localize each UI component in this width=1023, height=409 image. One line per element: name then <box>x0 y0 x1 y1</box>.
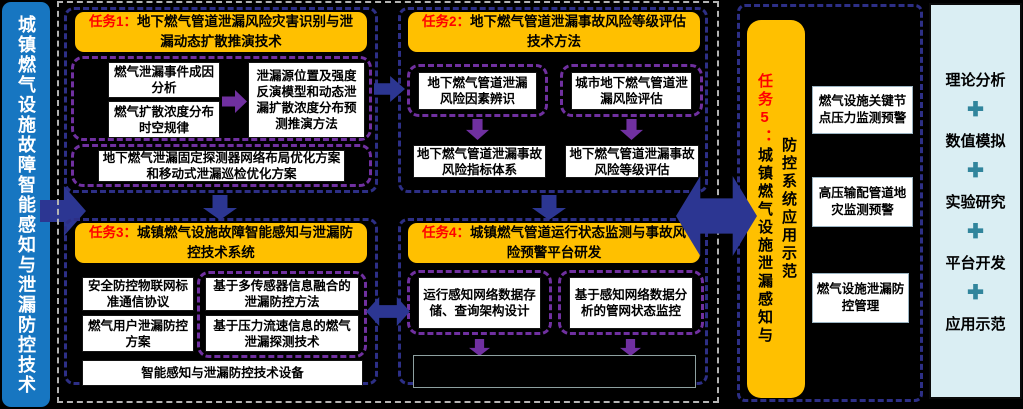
project-title: 城镇燃气设施故障智能感知与泄漏防控技术 <box>16 14 36 395</box>
task1-frame <box>64 7 378 193</box>
task2-box-grade: 地下燃气管道泄漏事故风险等级评估 <box>565 145 699 178</box>
task1-layout-frame <box>71 144 372 187</box>
task1-title: 任务1：地下燃气管道泄漏风险灾害识别与泄漏动态扩散推演技术 <box>88 14 353 49</box>
methodology-item: 应用示范 <box>945 315 1006 333</box>
plus-icon: ✚ <box>967 220 984 243</box>
task4-platform-box <box>413 355 696 388</box>
task5-box-geohazard-warning: 高压输配管道地灾监测预警 <box>812 177 913 227</box>
task2-box-index: 地下燃气管道泄漏事故风险指标体系 <box>413 145 546 178</box>
task1-box-distribution: 燃气扩散浓度分布时空规律 <box>108 101 220 138</box>
task4-label: 任务4： <box>421 225 470 241</box>
task3-box-pressure: 基于压力流速信息的燃气泄漏探测技术 <box>205 315 359 352</box>
task3-box-fusion: 基于多传感器信息融合的泄漏防控方法 <box>205 277 359 311</box>
task5-title: 任务5：城镇燃气设施泄漏感知与 防控系统应用示范 <box>756 73 797 345</box>
task4-title: 任务4：城镇燃气管道运行状态监测与事故风险预警平台研发 <box>421 225 686 260</box>
task2-box-assess: 城市地下燃气管道泄漏风险评估 <box>571 72 692 110</box>
task5-box-leak-management: 燃气设施泄漏防控管理 <box>812 273 909 323</box>
task5-label: 任务5： <box>756 73 773 147</box>
task2-label: 任务2： <box>421 14 470 30</box>
task2-header: 任务2：地下燃气管道泄漏事故风险等级评估技术方法 <box>408 12 700 52</box>
task1-box-layout: 地下燃气泄漏固定探测器网络布局优化方案和移动式泄漏巡检优化方案 <box>98 150 345 182</box>
task1-header: 任务1：地下燃气管道泄漏风险灾害识别与泄漏动态扩散推演技术 <box>75 12 367 52</box>
task1-group-frame <box>71 56 372 141</box>
task3-box-user: 燃气用户泄漏防控方案 <box>82 315 194 352</box>
task3-box-equipment: 智能感知与泄漏防控技术设备 <box>82 360 363 386</box>
task4-header: 任务4：城镇燃气管道运行状态监测与事故风险预警平台研发 <box>408 223 700 263</box>
methodology-panel: 理论分析 ✚ 数值模拟 ✚ 实验研究 ✚ 平台开发 ✚ 应用示范 <box>929 3 1022 399</box>
methodology-item: 平台开发 <box>945 254 1006 272</box>
task3-box-protocol: 安全防控物联网标准通信协议 <box>82 277 194 311</box>
task3-sensing-frame <box>197 271 367 358</box>
task4-box-monitor: 基于感知网络数据分析的管网状态监控 <box>569 277 693 329</box>
task2-title: 任务2：地下燃气管道泄漏事故风险等级评估技术方法 <box>421 14 686 49</box>
task5-box-pressure-warning: 燃气设施关键节点压力监测预警 <box>812 86 913 134</box>
task2-factor-frame <box>407 64 548 117</box>
plus-icon: ✚ <box>967 159 984 182</box>
task2-frame <box>398 7 708 193</box>
methodology-item: 数值模拟 <box>945 132 1006 150</box>
methodology-item: 理论分析 <box>945 71 1006 89</box>
task4-monitor-frame <box>558 270 704 335</box>
task2-box-factor: 地下燃气管道泄漏风险因素辨识 <box>418 72 537 110</box>
plus-icon: ✚ <box>967 281 984 304</box>
task3-header: 任务3：城镇燃气设施故障智能感知与泄漏防控技术系统 <box>75 223 367 263</box>
task3-title: 任务3：城镇燃气设施故障智能感知与泄漏防控技术系统 <box>88 225 353 260</box>
task2-assess-frame <box>560 64 703 117</box>
task1-box-model: 泄漏源位置及强度反演模型和动态泄漏扩散浓度分布预测推演方法 <box>248 62 365 138</box>
task3-label: 任务3： <box>88 225 137 241</box>
task4-storage-frame <box>407 270 552 335</box>
task4-box-storage: 运行感知网络数据存储、查询架构设计 <box>418 277 541 329</box>
task5-bar: 任务5：城镇燃气设施泄漏感知与 防控系统应用示范 <box>747 20 805 398</box>
methodology-item: 实验研究 <box>945 193 1006 211</box>
task1-box-cause: 燃气泄漏事件成因分析 <box>108 62 220 98</box>
task1-label: 任务1： <box>88 14 137 30</box>
plus-icon: ✚ <box>967 98 984 121</box>
